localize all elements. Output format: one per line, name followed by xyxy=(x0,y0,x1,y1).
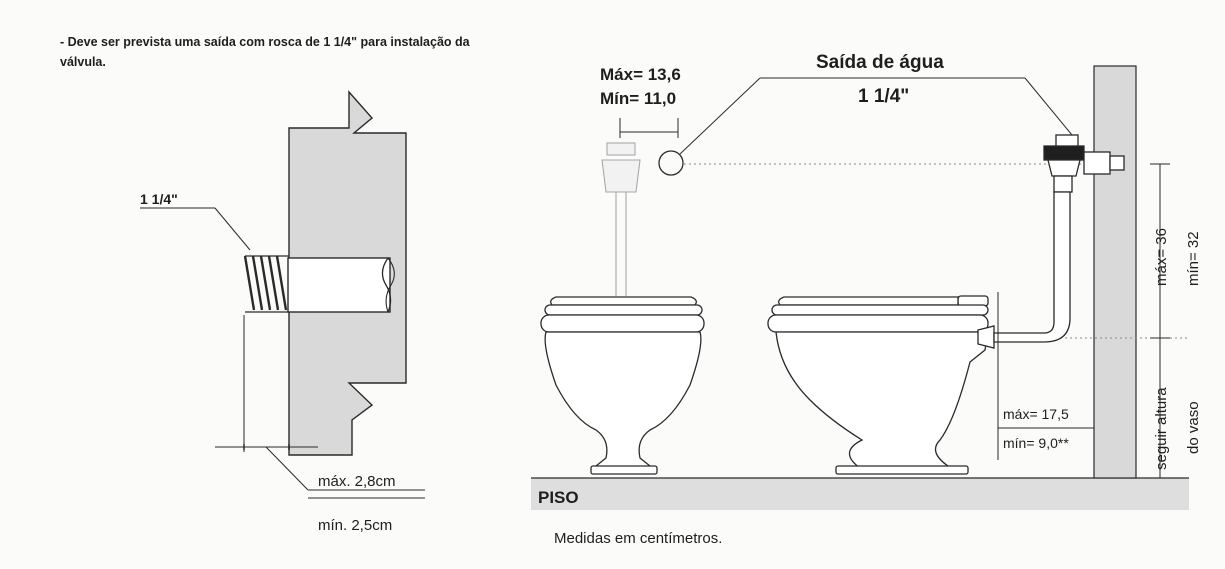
height-max: máx= 36 xyxy=(1153,228,1170,286)
bowl-height-line2: do vaso xyxy=(1185,401,1202,454)
floor xyxy=(531,478,1189,510)
outlet-size: 1 1/4" xyxy=(858,86,909,107)
thread-size-label: 1 1/4" xyxy=(140,191,178,207)
thread xyxy=(243,255,288,311)
alternative-valve-ghost xyxy=(601,142,641,296)
flush-valve xyxy=(1043,134,1125,193)
outlet-title: Saída de água xyxy=(816,52,944,73)
toilet-side-view xyxy=(767,295,995,475)
floor-label: PISO xyxy=(538,488,579,507)
wall-section-detail: 1 1/4" máx. 2,8cm mín. 2,5cm xyxy=(140,90,425,534)
toilet-front-view xyxy=(540,296,705,475)
offset-min: mín= 9,0** xyxy=(1003,435,1069,451)
valve-max-distance: Máx= 13,6 xyxy=(600,65,681,84)
offset-max: máx= 17,5 xyxy=(1003,406,1069,422)
valve-min-distance: Mín= 11,0 xyxy=(600,89,676,108)
footer-note: Medidas em centímetros. xyxy=(554,530,723,547)
bowl-height-line1: seguir altura xyxy=(1153,387,1170,470)
min-thread-length: mín. 2,5cm xyxy=(318,517,392,534)
height-min: mín= 32 xyxy=(1185,231,1202,286)
back-wall xyxy=(1093,65,1137,479)
max-thread-length: máx. 2,8cm xyxy=(318,473,396,490)
pipe xyxy=(287,257,391,313)
water-outlet-symbol xyxy=(658,150,684,176)
toilet-installation-detail: PISO Máx= 13,6 Mín= 11,0 Saída de água 1… xyxy=(531,52,1202,510)
connection-pipe xyxy=(993,191,1071,343)
installation-note: - Deve ser prevista uma saída com rosca … xyxy=(60,35,470,69)
